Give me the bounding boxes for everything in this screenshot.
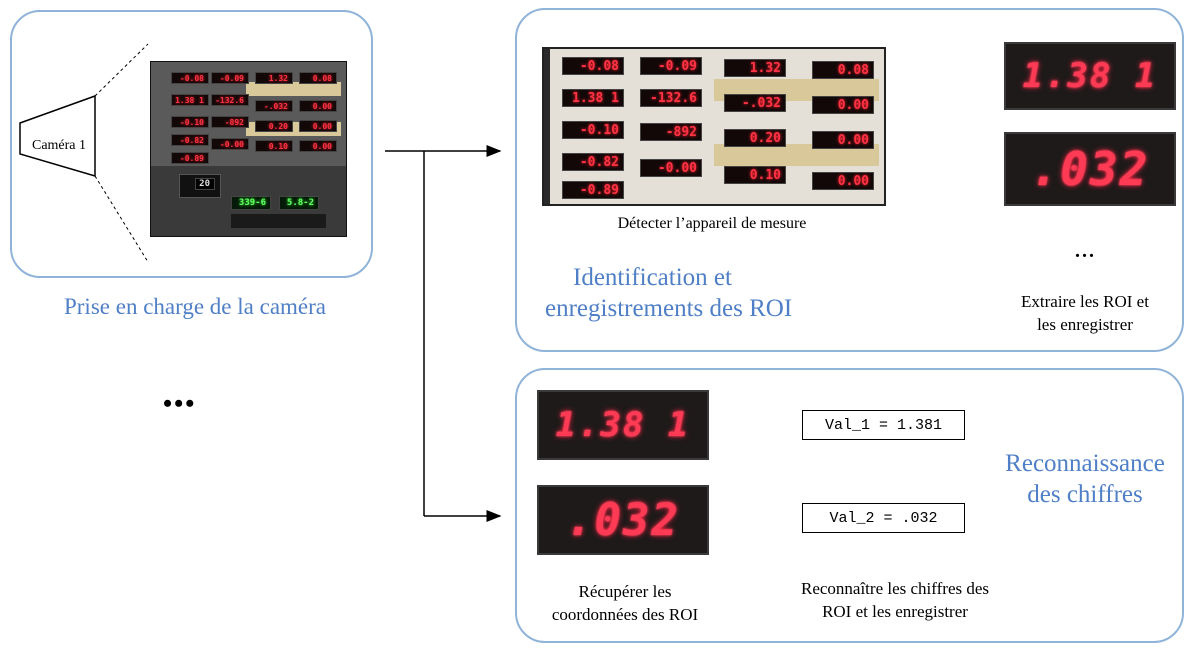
white-reading: 20 <box>195 178 215 190</box>
led-reading: 0.10 <box>724 166 786 184</box>
led-reading: 0.00 <box>812 96 874 114</box>
recognize-caption: Reconnaître les chiffres des ROI et les … <box>755 578 1035 624</box>
led-reading: 1.32 <box>255 72 293 84</box>
led-reading: 1.38 1 <box>562 89 624 107</box>
camera-label: Caméra 1 <box>31 138 87 153</box>
camera-photo: -0.08 -0.09 1.32 0.08 1.38 1 -132.6 -.03… <box>150 61 347 237</box>
green-reading: 5.8-2 <box>279 196 319 210</box>
view-line-bottom <box>94 175 149 263</box>
recognition-panel-title: Reconnaissance des chiffres <box>990 449 1180 510</box>
recognition-title-line1: Reconnaissance <box>1005 450 1165 477</box>
retrieve-caption-line1: Récupérer les <box>578 582 672 601</box>
led-reading: -0.82 <box>562 153 624 171</box>
extracted-roi-1: 1.38 1 <box>1004 42 1176 110</box>
led-reading: 0.00 <box>812 131 874 149</box>
roi-value: 1.38 1 <box>1022 56 1158 96</box>
extract-ellipsis: ... <box>1075 240 1096 262</box>
roi-value: .032 <box>1030 142 1150 196</box>
roi-panel-title-line2: enregistrements des ROI <box>545 294 793 322</box>
recognition-title-line2: des chiffres <box>1027 480 1143 508</box>
led-reading: -0.82 <box>171 134 209 146</box>
roi-panel-title-line1: Identification et <box>573 264 732 291</box>
led-reading: 0.10 <box>255 140 293 152</box>
led-reading: -132.6 <box>640 89 702 107</box>
led-reading: -0.09 <box>211 72 249 84</box>
value-box-1: Val_1 = 1.381 <box>802 410 965 440</box>
value-box-2: Val_2 = .032 <box>802 503 965 533</box>
recognize-caption-line1: Reconnaître les chiffres des <box>800 579 990 598</box>
led-reading: -0.10 <box>171 116 209 128</box>
led-reading: -0.09 <box>640 57 702 75</box>
view-line-top <box>94 43 149 97</box>
roi-image-2: .032 <box>537 485 709 555</box>
led-reading: 0.20 <box>255 120 293 132</box>
roi-value: .032 <box>566 494 680 546</box>
led-reading: 0.00 <box>812 172 874 190</box>
led-reading: -132.6 <box>211 94 249 106</box>
roi-image-1: 1.38 1 <box>537 390 709 460</box>
measurement-photo: -0.08 -0.09 1.32 0.08 1.38 1 -132.6 -.03… <box>542 47 886 206</box>
led-reading: -0.08 <box>562 57 624 75</box>
led-reading: -892 <box>211 116 249 128</box>
led-reading: 0.00 <box>299 140 337 152</box>
led-reading: -0.08 <box>171 72 209 84</box>
led-reading: -.032 <box>724 94 786 112</box>
extracted-roi-2: .032 <box>1004 132 1176 206</box>
led-reading: -0.89 <box>171 152 209 164</box>
retrieve-caption: Récupérer les coordonnées des ROI <box>515 581 735 627</box>
extract-caption: Extraire les ROI et les enregistrer <box>985 291 1185 337</box>
led-reading: 1.38 1 <box>171 94 209 106</box>
led-reading: -.032 <box>255 100 293 112</box>
left-ellipsis: ••• <box>163 389 197 418</box>
led-reading: -0.89 <box>562 181 624 199</box>
led-reading: -0.00 <box>211 138 249 150</box>
camera-icon <box>19 94 96 178</box>
led-reading: 0.00 <box>299 100 337 112</box>
led-reading: 0.00 <box>299 120 337 132</box>
recognize-caption-line2: ROI et les enregistrer <box>822 601 968 621</box>
led-reading: 0.20 <box>724 129 786 147</box>
led-reading: 1.32 <box>724 59 786 77</box>
led-reading: -0.00 <box>640 159 702 177</box>
led-reading: -0.10 <box>562 121 624 139</box>
retrieve-caption-line2: coordonnées des ROI <box>551 604 699 624</box>
led-reading: -892 <box>640 123 702 141</box>
extract-caption-line2: les enregistrer <box>1037 314 1133 334</box>
camera-panel-title: Prise en charge de la caméra <box>63 294 327 319</box>
led-reading: 0.08 <box>812 61 874 79</box>
green-reading: 339-6 <box>231 196 271 210</box>
extract-caption-line1: Extraire les ROI et <box>1021 292 1149 311</box>
roi-value: 1.38 1 <box>555 405 691 445</box>
roi-panel-title: Identification et enregistrements des RO… <box>545 263 895 324</box>
detect-caption: Détecter l’appareil de mesure <box>617 215 807 232</box>
led-reading: 0.08 <box>299 72 337 84</box>
